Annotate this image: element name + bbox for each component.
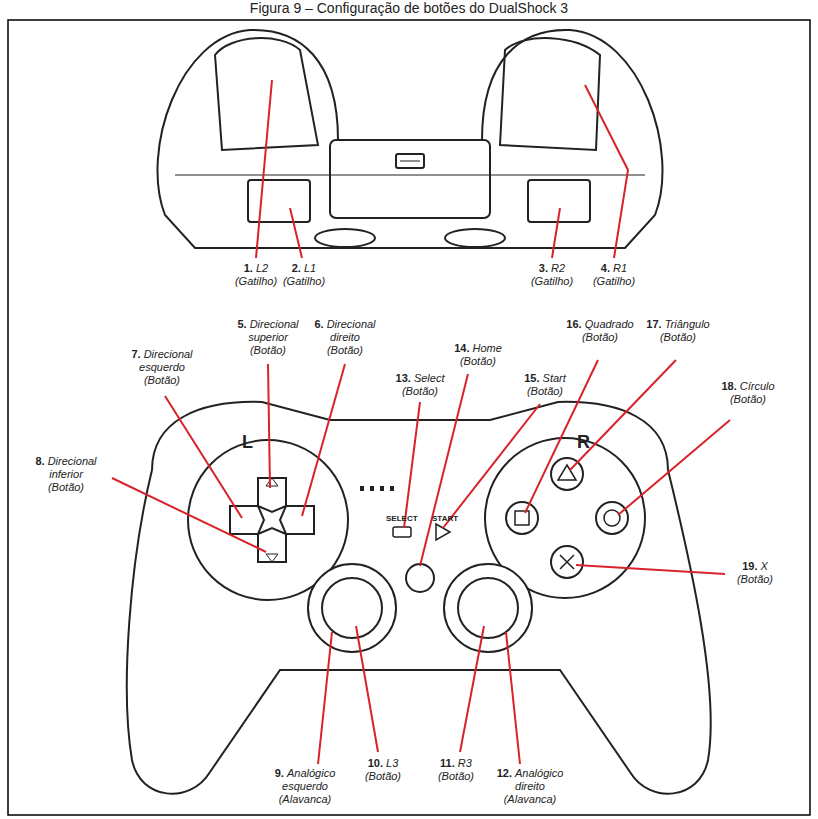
part-name: Select	[414, 372, 445, 384]
part-kind: (Gatilho)	[522, 275, 582, 288]
part-name: Direcional inferior	[48, 455, 97, 480]
callout: 5. Direcional superior(Botão)	[229, 318, 307, 357]
part-kind: (Botão)	[229, 344, 307, 357]
callout-number: 7.	[131, 348, 140, 360]
part-name: R1	[613, 262, 627, 274]
front-view	[127, 402, 711, 794]
callout: 6. Direcional direito(Botão)	[309, 318, 381, 357]
part-name: Analógico direito	[515, 767, 563, 792]
part-kind: (Botão)	[515, 385, 575, 398]
callout-number: 1.	[244, 262, 253, 274]
part-name: Home	[473, 342, 502, 354]
part-name: Analógico esquerdo	[282, 767, 335, 792]
part-name: L3	[386, 757, 398, 769]
part-name: Start	[543, 372, 566, 384]
part-kind: (Alavanca)	[263, 793, 347, 806]
callout-number: 9.	[275, 767, 284, 779]
figure-title: Figura 9 – Configuração de botões do Dua…	[0, 0, 818, 16]
controller-marking: SELECT	[386, 514, 418, 523]
callout: 2. L1(Gatilho)	[274, 262, 334, 288]
callout-number: 17.	[646, 318, 661, 330]
part-kind: (Gatilho)	[584, 275, 644, 288]
callout: 1. L2(Gatilho)	[226, 262, 286, 288]
part-kind: (Botão)	[24, 481, 108, 494]
part-kind: (Botão)	[641, 331, 715, 344]
part-name: Direcional direito	[327, 318, 376, 343]
callout-number: 8.	[35, 455, 44, 467]
callout: 10. L3(Botão)	[358, 757, 408, 783]
callout-number: 4.	[601, 262, 610, 274]
callout: 16. Quadrado(Botão)	[563, 318, 637, 344]
leader-lines	[112, 80, 730, 764]
part-name: Triângulo	[665, 318, 710, 330]
callout: 4. R1(Gatilho)	[584, 262, 644, 288]
part-name: Círculo	[740, 380, 775, 392]
callout: 14. Home(Botão)	[448, 342, 508, 368]
part-kind: (Botão)	[431, 770, 481, 783]
callout: 8. Direcional inferior(Botão)	[24, 455, 108, 494]
controller-marking: L	[242, 432, 253, 453]
callout: 7. Direcional esquerdo(Botão)	[121, 348, 203, 387]
callout: 13. Select(Botão)	[390, 372, 450, 398]
callout: 15. Start(Botão)	[515, 372, 575, 398]
part-name: L2	[256, 262, 268, 274]
part-name: L1	[304, 262, 316, 274]
part-kind: (Botão)	[309, 344, 381, 357]
part-name: Quadrado	[585, 318, 634, 330]
part-kind: (Botão)	[121, 374, 203, 387]
callout: 3. R2(Gatilho)	[522, 262, 582, 288]
part-name: X	[761, 560, 768, 572]
callout-number: 3.	[539, 262, 548, 274]
callout-number: 5.	[237, 318, 246, 330]
callout: 11. R3(Botão)	[431, 757, 481, 783]
top-view	[158, 30, 663, 248]
part-kind: (Gatilho)	[274, 275, 334, 288]
part-name: R3	[458, 757, 472, 769]
part-kind: (Botão)	[725, 573, 785, 586]
callout-number: 16.	[566, 318, 581, 330]
part-name: Direcional superior	[248, 318, 298, 343]
callout-number: 18.	[721, 380, 736, 392]
part-kind: (Alavanca)	[488, 793, 572, 806]
callout: 17. Triângulo(Botão)	[641, 318, 715, 344]
callout-number: 12.	[497, 767, 512, 779]
part-name: R2	[551, 262, 565, 274]
callout-number: 6.	[314, 318, 323, 330]
callout-number: 13.	[396, 372, 411, 384]
callout-number: 10.	[368, 757, 383, 769]
callout: 9. Analógico esquerdo(Alavanca)	[263, 767, 347, 806]
callout: 18. Círculo(Botão)	[713, 380, 783, 406]
part-name: Direcional esquerdo	[139, 348, 193, 373]
callout: 12. Analógico direito(Alavanca)	[488, 767, 572, 806]
frame	[8, 20, 810, 815]
callout: 19. X(Botão)	[725, 560, 785, 586]
part-kind: (Botão)	[390, 385, 450, 398]
part-kind: (Botão)	[713, 393, 783, 406]
callout-number: 2.	[292, 262, 301, 274]
controller-marking: START	[432, 514, 458, 523]
part-kind: (Botão)	[563, 331, 637, 344]
part-kind: (Botão)	[358, 770, 408, 783]
part-kind: (Botão)	[448, 355, 508, 368]
part-kind: (Gatilho)	[226, 275, 286, 288]
controller-marking: R	[577, 432, 590, 453]
callout-number: 11.	[440, 757, 455, 769]
callout-number: 14.	[454, 342, 469, 354]
callout-number: 19.	[742, 560, 757, 572]
callout-number: 15.	[524, 372, 539, 384]
